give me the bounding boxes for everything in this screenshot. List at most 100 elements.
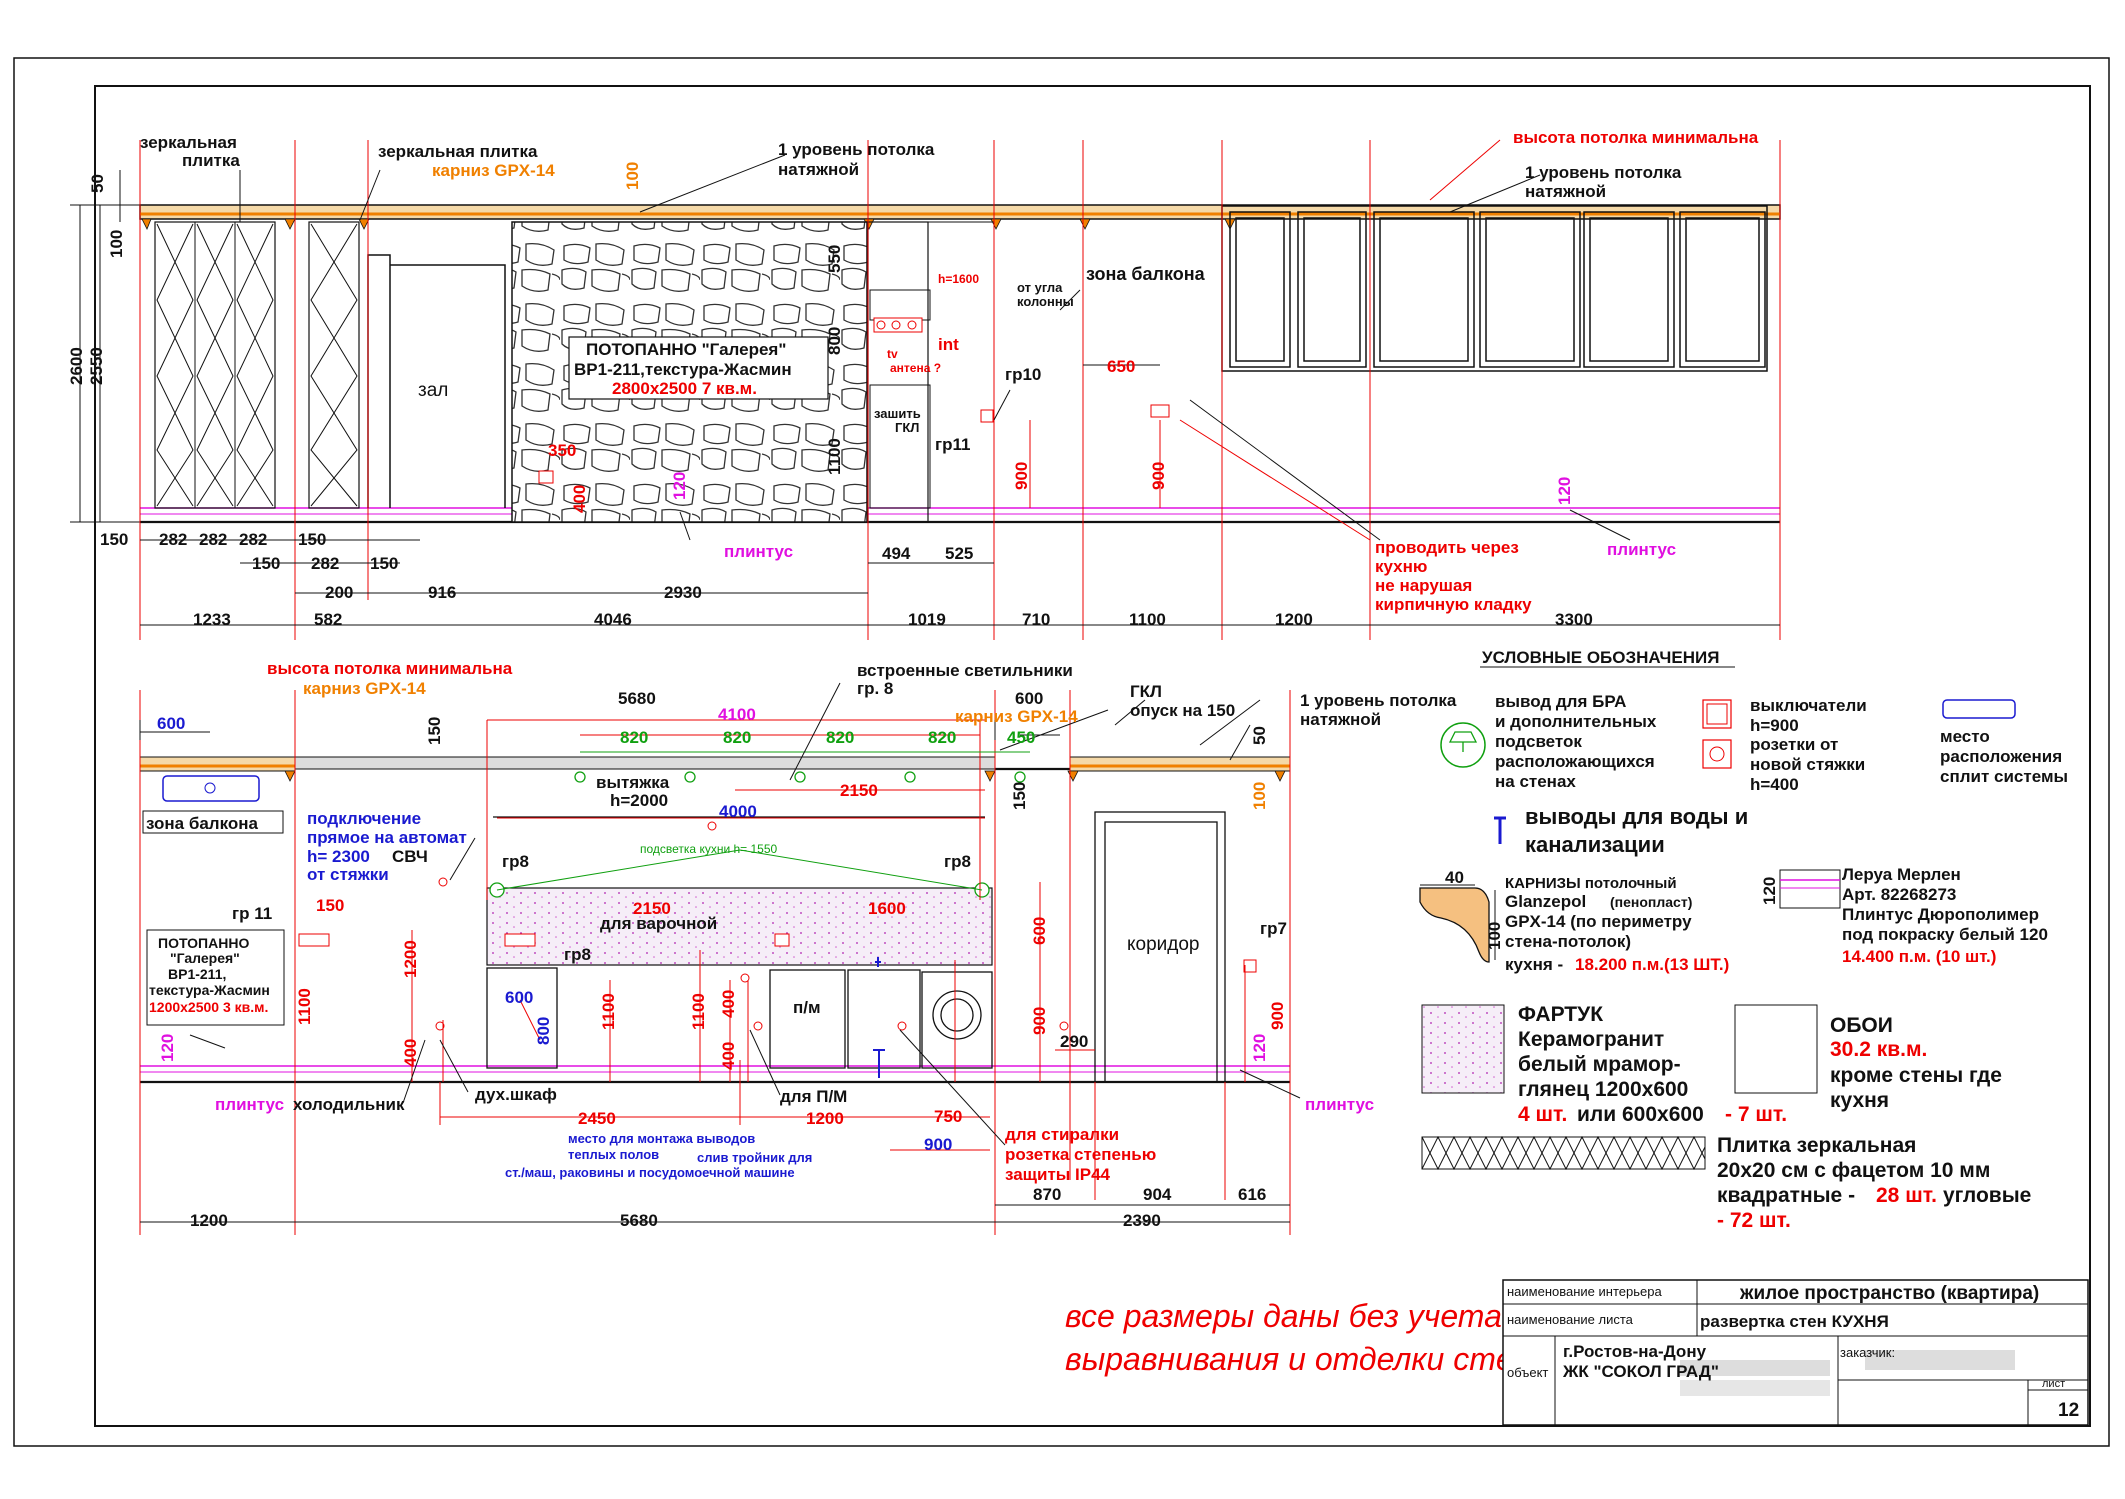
legend-title: УСЛОВНЫЕ ОБОЗНАЧЕНИЯ: [1482, 648, 1719, 667]
conn-label-3: h= 2300: [307, 847, 370, 866]
legend-apron-5c: - 7 шт.: [1725, 1103, 1787, 1126]
dim-b-600top: 600: [157, 714, 185, 733]
dim-b-750: 750: [934, 1107, 962, 1126]
dim-b-1600: 1600: [868, 899, 906, 918]
route-label-3: не нарушая: [1375, 576, 1472, 595]
backlight-label: подсветка кухни h= 1550: [640, 842, 778, 856]
floor-label-2: теплых полов: [568, 1147, 659, 1162]
hood-label-1: вытяжка: [596, 773, 670, 792]
fridge-label: холодильник: [293, 1095, 405, 1114]
dishwasher-label: для П/М: [780, 1087, 847, 1106]
legend-plinth-2: Арт. 82268273: [1842, 885, 1956, 904]
legend-cornice-d40: 40: [1445, 868, 1464, 887]
dim-r1-1: 282: [159, 530, 187, 549]
dim-green-1: 820: [723, 728, 751, 747]
bottom-elevation: [139, 682, 1301, 1235]
dim-b-2150b: 2150: [633, 899, 671, 918]
hood-label-2: h=2000: [610, 791, 668, 810]
legend-bra-2: и дополнительных: [1495, 712, 1657, 731]
legend-plinth-3: Плинтус Дюрополимер: [1842, 905, 2039, 924]
cornice-label-top: карниз GPX-14: [432, 161, 555, 180]
gr8-label-c: гр8: [564, 945, 591, 964]
legend-cornice-3: GPX-14 (по периметру: [1505, 912, 1692, 931]
legend: [1419, 666, 2016, 1171]
dim-r3-c: 2930: [664, 583, 702, 602]
tb-key-1: наименование интерьера: [1507, 1284, 1662, 1299]
dim-top-120: 120: [670, 472, 689, 500]
dim-bottom-3: 1019: [908, 610, 946, 629]
legend-cornice-2b: (пенопласт): [1610, 894, 1692, 910]
dim-b-600v: 600: [1030, 917, 1049, 945]
pm-label: п/м: [793, 998, 821, 1017]
dim-r3-b: 916: [428, 583, 456, 602]
legend-apron-5b: или 600х600: [1577, 1103, 1704, 1126]
panel-b-label-3: BP1-211,: [168, 966, 226, 982]
dim-b-5680: 5680: [618, 689, 656, 708]
legend-water-1: выводы для воды и: [1525, 804, 1748, 829]
legend-socket-2: новой стяжки: [1750, 755, 1865, 774]
washer-label-1: для стиралки: [1005, 1125, 1119, 1144]
gr8-label-a: гр8: [502, 852, 529, 871]
balcony-label-top: зона балкона: [1086, 264, 1206, 284]
dim-b-900r: 900: [1268, 1002, 1287, 1030]
legend-tile-4: - 72 шт.: [1717, 1209, 1791, 1232]
gr8-label-b: гр8: [944, 852, 971, 871]
dim-b-400a: 400: [401, 1039, 420, 1067]
dim-r2-0: 150: [252, 554, 280, 573]
legend-cornice-4: стена-потолок): [1505, 932, 1631, 951]
balcony-label-bottom: зона балкона: [146, 814, 259, 833]
dim-b-600: 600: [505, 988, 533, 1007]
legend-socket-3: h=400: [1750, 775, 1799, 794]
dim-r1-0: 150: [100, 530, 128, 549]
dim-top-400: 400: [570, 485, 589, 513]
legend-tile-1: Плитка зеркальная: [1717, 1134, 1916, 1157]
legend-bra-5: на стенах: [1495, 772, 1576, 791]
legend-bra-1: вывод для БРА: [1495, 692, 1626, 711]
legend-tile-3a: квадратные -: [1717, 1184, 1855, 1207]
dim-top-1100: 1100: [825, 438, 844, 475]
dim-b-800: 800: [534, 1017, 553, 1045]
note-line-1: все размеры даны без учета: [1065, 1298, 1502, 1334]
dim-b-row-0: 870: [1033, 1185, 1061, 1204]
plinth-label-bottom-r: плинтус: [1305, 1095, 1374, 1114]
top-elevation: [70, 139, 1781, 640]
legend-bra-4: расположающихся: [1495, 752, 1655, 771]
note-line-2: выравнивания и отделки стен: [1065, 1341, 1531, 1377]
from-corner-label-1: от угла: [1017, 280, 1063, 295]
corridor-label: коридор: [1127, 934, 1200, 955]
h1600-label: h=1600: [938, 272, 979, 286]
drain-label-1: слив тройник для: [697, 1150, 812, 1165]
dim-b-150: 150: [425, 717, 444, 745]
legend-tile-3b: 28 шт.: [1876, 1184, 1937, 1207]
dim-top-2600: 2600: [67, 347, 86, 385]
dim-b-bottom-2: 2390: [1123, 1211, 1161, 1230]
ceiling-bottom-label-2: натяжной: [1300, 710, 1381, 729]
legend-wall-1: ОБОИ: [1830, 1014, 1893, 1037]
tb-val-1: жилое пространство (квартира): [1739, 1283, 2039, 1304]
dim-green-4: 450: [1007, 728, 1035, 747]
dim-b-120r: 120: [1250, 1034, 1269, 1062]
legend-split-2: расположения: [1940, 747, 2062, 766]
legend-socket-1: розетки от: [1750, 735, 1838, 754]
title-block: [1502, 1279, 2089, 1426]
gkl-label-bottom-1: ГКЛ: [1130, 682, 1162, 701]
legend-split-3: сплит системы: [1940, 767, 2068, 786]
legend-switch-2: h=900: [1750, 716, 1799, 735]
from-corner-label-2: колонны: [1017, 294, 1074, 309]
legend-cornice-1: КАРНИЗЫ потолочный: [1505, 875, 1677, 892]
dim-r1-2: 282: [199, 530, 227, 549]
legend-apron-3: белый мрамор-: [1518, 1053, 1681, 1076]
svch-label: СВЧ: [392, 847, 428, 866]
tv-label: tv: [887, 347, 898, 361]
panel-b-label-4: текстура-Жасмин: [149, 982, 270, 998]
dim-b-400b: 400: [719, 990, 738, 1018]
dim-b-600r: 600: [1015, 689, 1043, 708]
dim-bottom-7: 3300: [1555, 610, 1593, 629]
legend-bra-3: подсветок: [1495, 732, 1582, 751]
dim-bottom-5: 1100: [1129, 610, 1166, 629]
dim-green-3: 820: [928, 728, 956, 747]
dim-b-400c: 400: [719, 1042, 738, 1070]
route-label-1: проводить через: [1375, 538, 1519, 557]
dim-b-4100: 4100: [718, 705, 756, 724]
